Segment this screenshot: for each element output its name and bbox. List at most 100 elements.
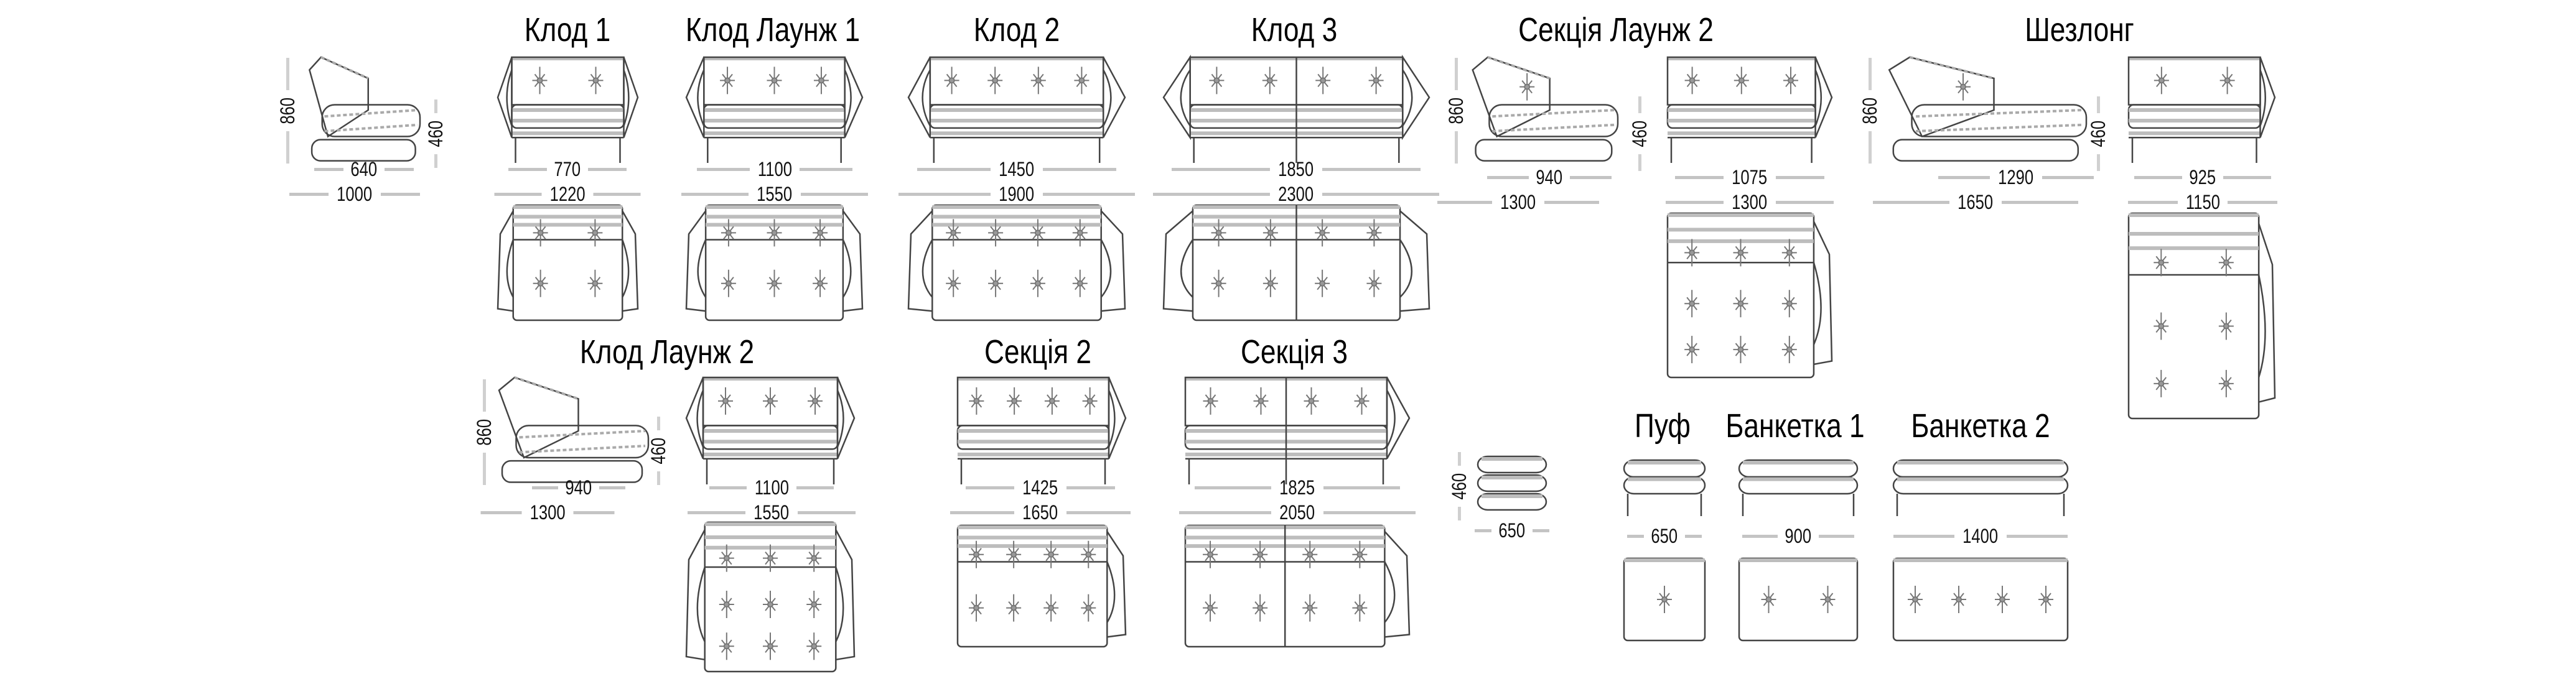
horizontal-dimension: 770 <box>508 158 627 180</box>
dimension-line <box>1544 200 1599 204</box>
tuft-button-icon <box>988 269 1004 297</box>
dimension-line <box>434 154 437 168</box>
dimension-line <box>1684 534 1702 538</box>
dimension-line <box>681 192 749 196</box>
module-title: Секція 2 <box>984 333 1092 371</box>
tuft-button-icon <box>1956 73 1971 101</box>
tuft-button-icon <box>2154 312 2169 340</box>
bench-2-front-view <box>1892 459 2069 516</box>
dimension-line <box>2096 154 2100 171</box>
tuft-button-icon <box>763 544 778 572</box>
klod-3-front-view <box>1162 54 1430 163</box>
tuft-button-icon <box>719 632 734 660</box>
tuft-button-icon <box>2218 249 2234 277</box>
tuft-button-icon <box>1044 387 1060 415</box>
pouf-front-view <box>1623 459 1706 516</box>
dimension-line <box>2128 200 2178 204</box>
tuft-button-icon <box>1352 594 1368 622</box>
dimension-line <box>532 486 559 489</box>
dimension-value: 940 <box>565 476 592 499</box>
module-title: Клод 2 <box>973 11 1060 49</box>
dimension-value: 1220 <box>549 182 586 205</box>
dimension-line <box>1322 192 1439 196</box>
tuft-button-icon <box>946 269 961 297</box>
tuft-button-icon <box>969 540 984 568</box>
dimension-value: 1550 <box>754 501 790 524</box>
dimension-line <box>1893 534 1955 538</box>
section-lounge-2-front-view <box>1666 56 1833 163</box>
tuft-button-icon <box>2154 249 2169 277</box>
tuft-button-icon <box>719 544 734 572</box>
horizontal-dimension: 1400 <box>1893 525 2068 547</box>
dimension-line <box>1323 486 1400 489</box>
tuft-button-icon <box>1006 540 1022 568</box>
tuft-button-icon <box>721 269 736 297</box>
dimension-value: 1825 <box>1279 476 1315 499</box>
dimension-line <box>573 511 615 514</box>
tuft-button-icon <box>1315 67 1331 95</box>
tuft-button-icon <box>1262 67 1277 95</box>
tuft-button-icon <box>763 591 778 618</box>
klod-lounge-1-top-view <box>685 204 864 321</box>
tuft-button-icon <box>1352 540 1368 568</box>
dimension-value: 860 <box>1444 97 1467 124</box>
klod-2-top-view <box>907 204 1126 321</box>
tuft-button-icon <box>767 67 782 95</box>
klod-2-front-view <box>907 56 1126 163</box>
bench-2-top-view <box>1892 557 2069 642</box>
tuft-button-icon <box>1519 73 1535 101</box>
tuft-button-icon <box>2038 586 2053 613</box>
tuft-button-icon <box>767 269 782 297</box>
dimension-line <box>800 167 852 171</box>
horizontal-dimension: 1100 <box>697 158 852 180</box>
dimension-value: 1075 <box>1732 165 1768 188</box>
dimension-value: 900 <box>1785 524 1812 547</box>
vertical-dimension: 460 <box>2087 96 2109 171</box>
dimension-line <box>1627 534 1645 538</box>
tuft-button-icon <box>1304 387 1319 415</box>
tuft-button-icon <box>1072 269 1088 297</box>
klod-lounge-2-front-view <box>685 376 856 484</box>
dimension-value: 1300 <box>1500 190 1536 213</box>
dimension-value: 1450 <box>999 157 1035 180</box>
dimension-value: 2050 <box>1279 501 1315 524</box>
tuft-button-icon <box>588 67 604 95</box>
dimension-value: 1900 <box>999 182 1035 205</box>
horizontal-dimension: 640 <box>314 158 414 180</box>
tuft-button-icon <box>813 219 828 247</box>
dimension-line <box>688 511 746 514</box>
horizontal-dimension: 1450 <box>917 157 1116 180</box>
horizontal-dimension: 940 <box>1487 166 1612 188</box>
horizontal-dimension: 900 <box>1742 524 1855 547</box>
tuft-button-icon <box>1761 586 1776 613</box>
dimension-line <box>1775 175 1824 179</box>
tuft-button-icon <box>1081 594 1096 622</box>
horizontal-dimension: 1650 <box>950 501 1131 524</box>
horizontal-dimension: 1425 <box>966 476 1115 499</box>
tuft-button-icon <box>719 591 734 618</box>
dimension-value: 1100 <box>754 476 789 499</box>
dimension-line <box>599 486 626 489</box>
horizontal-dimension: 1300 <box>1437 190 1599 213</box>
tuft-button-icon <box>1262 269 1278 297</box>
dimension-line <box>286 131 289 164</box>
klod-1-front-view <box>497 56 639 163</box>
dimension-line <box>1042 192 1135 196</box>
tuft-button-icon <box>1908 586 1923 613</box>
dimension-value: 1550 <box>757 182 793 205</box>
vertical-dimension: 460 <box>1448 451 1470 520</box>
tuft-button-icon <box>721 219 736 247</box>
horizontal-dimension: 940 <box>532 476 626 499</box>
dimension-line <box>1042 167 1116 171</box>
tuft-button-icon <box>1203 387 1218 415</box>
klod-lounge-1-front-view <box>685 56 864 163</box>
dimension-value: 860 <box>1858 97 1881 124</box>
dimension-line <box>1868 57 1872 91</box>
section-lounge-2-top-view <box>1666 212 1833 379</box>
tuft-button-icon <box>1253 387 1269 415</box>
tuft-button-icon <box>988 219 1004 247</box>
module-title: Секція 3 <box>1240 333 1348 371</box>
tuft-button-icon <box>813 67 829 95</box>
tuft-button-icon <box>1253 540 1268 568</box>
klod-3-top-view <box>1162 204 1430 321</box>
